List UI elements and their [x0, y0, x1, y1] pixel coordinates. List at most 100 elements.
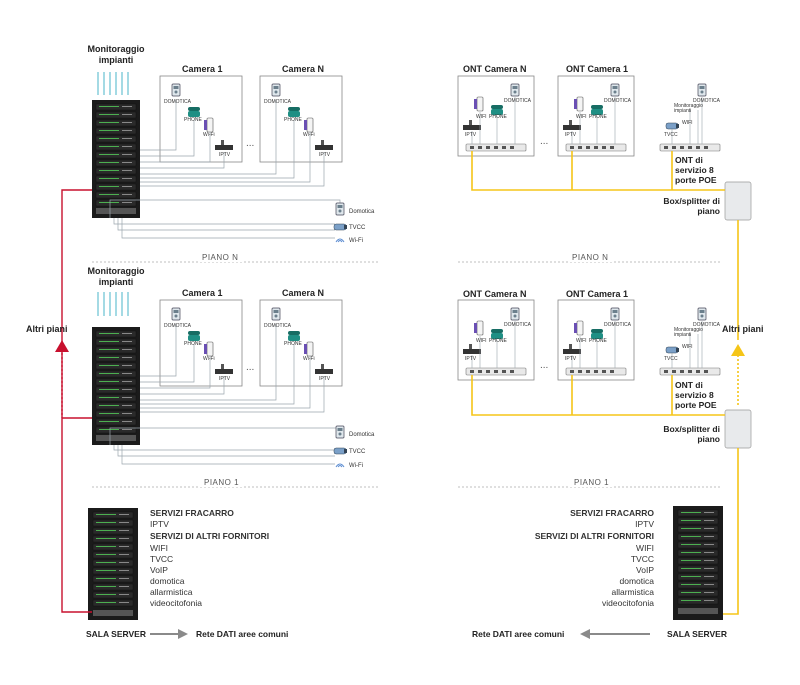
ont-service-label-top: ONT di servizio 8 porte POE: [675, 155, 717, 185]
services-other-item-right: WIFI: [636, 543, 654, 553]
services-other-item: videocitofonia: [150, 598, 202, 608]
label-wifi: Wi-Fi: [303, 132, 315, 138]
services-other-item-right: VoIP: [636, 565, 654, 575]
floor-label-1: PIANO 1: [200, 478, 244, 487]
room-n-title-top: Camera N: [282, 64, 325, 74]
label-wifi: Wi-Fi: [203, 356, 215, 362]
label-wifi: WIFI: [576, 338, 587, 344]
label-iptv: IPTV: [465, 356, 477, 362]
rack-piano-1: [92, 327, 140, 445]
box-splitter-label-bottom: Box/splitter di piano: [663, 424, 720, 444]
label-phone: PHONE: [489, 338, 507, 344]
label-iptv: IPTV: [465, 132, 477, 138]
label-wifi: Wi-Fi: [203, 132, 215, 138]
altri-piani-right: Altri piani: [722, 324, 764, 334]
floor-label-n: PIANO N: [198, 253, 243, 262]
services-other-item: VoIP: [150, 565, 168, 575]
ellipsis: ...: [540, 360, 549, 371]
floor-label-1-right: PIANO 1: [570, 478, 614, 487]
label-iptv: IPTV: [319, 152, 331, 158]
label-service-domotica: DOMOTICA: [693, 322, 720, 328]
ext-domotica-label: Domotica: [349, 209, 375, 215]
label-domotica: DOMOTICA: [604, 322, 631, 328]
label-wifi: Wi-Fi: [303, 356, 315, 362]
services-other-item: allarmistica: [150, 587, 193, 597]
network-label-right: Rete DATI aree comuni: [472, 629, 565, 639]
services-other-item: WIFI: [150, 543, 168, 553]
label-phone: PHONE: [284, 117, 302, 123]
label-service-tvcc: TVCC: [664, 132, 678, 138]
room-1-title-top: Camera 1: [182, 64, 223, 74]
box-splitter-piano-1: [724, 409, 752, 449]
ellipsis: ...: [246, 138, 255, 149]
label-phone: PHONE: [489, 114, 507, 120]
label-iptv: IPTV: [219, 376, 231, 382]
ont-room-n-piano-1: [457, 299, 535, 381]
ont-room-1-piano-1: [557, 299, 635, 381]
ext-wifi-label: Wi-Fi: [349, 238, 363, 244]
label-domotica: DOMOTICA: [264, 323, 291, 329]
label-phone: PHONE: [184, 341, 202, 347]
label-domotica: DOMOTICA: [504, 98, 531, 104]
label-phone: PHONE: [184, 117, 202, 123]
yellow-fiber-piano-1: [471, 375, 739, 615]
rack-piano-n: [92, 100, 140, 218]
label-service-tvcc: TVCC: [664, 356, 678, 362]
cables-piano-n: [109, 100, 341, 239]
label-phone: PHONE: [589, 114, 607, 120]
room-n-title-bottom: Camera N: [282, 288, 325, 298]
label-iptv: IPTV: [565, 356, 577, 362]
ext-wifi-label: Wi-Fi: [349, 463, 363, 469]
ont-room-1-title-top: ONT Camera 1: [566, 64, 629, 74]
room-1-title-bottom: Camera 1: [182, 288, 223, 298]
ont-room-n-title-bottom: ONT Camera N: [463, 289, 527, 299]
services-others-heading-right: SERVIZI DI ALTRI FORNITORI: [534, 531, 654, 541]
server-label-right: SALA SERVER: [667, 629, 727, 639]
services-fracarro-item: IPTV: [150, 519, 169, 529]
services-fracarro-item-right: IPTV: [635, 519, 654, 529]
yellow-fiber-piano-n: [471, 151, 739, 340]
services-other-item-right: allarmistica: [611, 587, 654, 597]
box-splitter-label-top: Box/splitter di piano: [663, 196, 720, 216]
services-other-item-right: domotica: [619, 576, 655, 586]
label-wifi: WIFI: [476, 338, 487, 344]
ellipsis: ...: [540, 136, 549, 147]
label-service-wifi: WIFI: [682, 344, 693, 350]
services-fracarro-heading-right: SERVIZI FRACARRO: [570, 508, 654, 518]
red-riser-cable: [61, 189, 92, 613]
label-service-domotica: DOMOTICA: [693, 98, 720, 104]
ext-domotica-label: Domotica: [349, 432, 375, 438]
services-fracarro-heading: SERVIZI FRACARRO: [150, 508, 234, 518]
label-domotica: DOMOTICA: [164, 323, 191, 329]
label-domotica: DOMOTICA: [164, 99, 191, 105]
ont-service-label-bottom: ONT di servizio 8 porte POE: [675, 380, 717, 410]
label-phone: PHONE: [284, 341, 302, 347]
ont-room-1-title-bottom: ONT Camera 1: [566, 289, 629, 299]
label-service-monitor: Monitoraggio impianti: [674, 327, 703, 338]
services-other-item: TVCC: [150, 554, 174, 564]
arrow-left-icon: [580, 629, 590, 639]
ext-tvcc-label: TVCC: [349, 449, 366, 455]
monitoring-arrows-top: [97, 72, 129, 95]
floor-label-n-right: PIANO N: [568, 253, 613, 262]
services-other-item-right: TVCC: [630, 554, 654, 564]
label-domotica: DOMOTICA: [264, 99, 291, 105]
box-splitter-piano-n: [724, 181, 752, 221]
monitoring-title-floor1: Monitoraggio impianti: [87, 266, 145, 287]
server-label-left: SALA SERVER: [86, 629, 146, 639]
monitoring-arrows-floor1: [97, 292, 129, 316]
ellipsis: ...: [246, 362, 255, 373]
label-service-monitor: Monitoraggio impianti: [674, 103, 703, 114]
label-domotica: DOMOTICA: [604, 98, 631, 104]
arrow-right-icon: [178, 629, 188, 639]
monitoring-title-top: Monitoraggio impianti: [87, 44, 145, 65]
services-other-item-right: videocitofonia: [602, 598, 654, 608]
services-other-item: domotica: [150, 576, 185, 586]
label-service-wifi: WIFI: [682, 120, 693, 126]
ont-room-n-piano-n: [457, 75, 535, 157]
ont-room-n-title-top: ONT Camera N: [463, 64, 527, 74]
network-label-left: Rete DATI aree comuni: [196, 629, 289, 639]
label-wifi: WIFI: [576, 114, 587, 120]
server-rack-left: [88, 508, 138, 620]
